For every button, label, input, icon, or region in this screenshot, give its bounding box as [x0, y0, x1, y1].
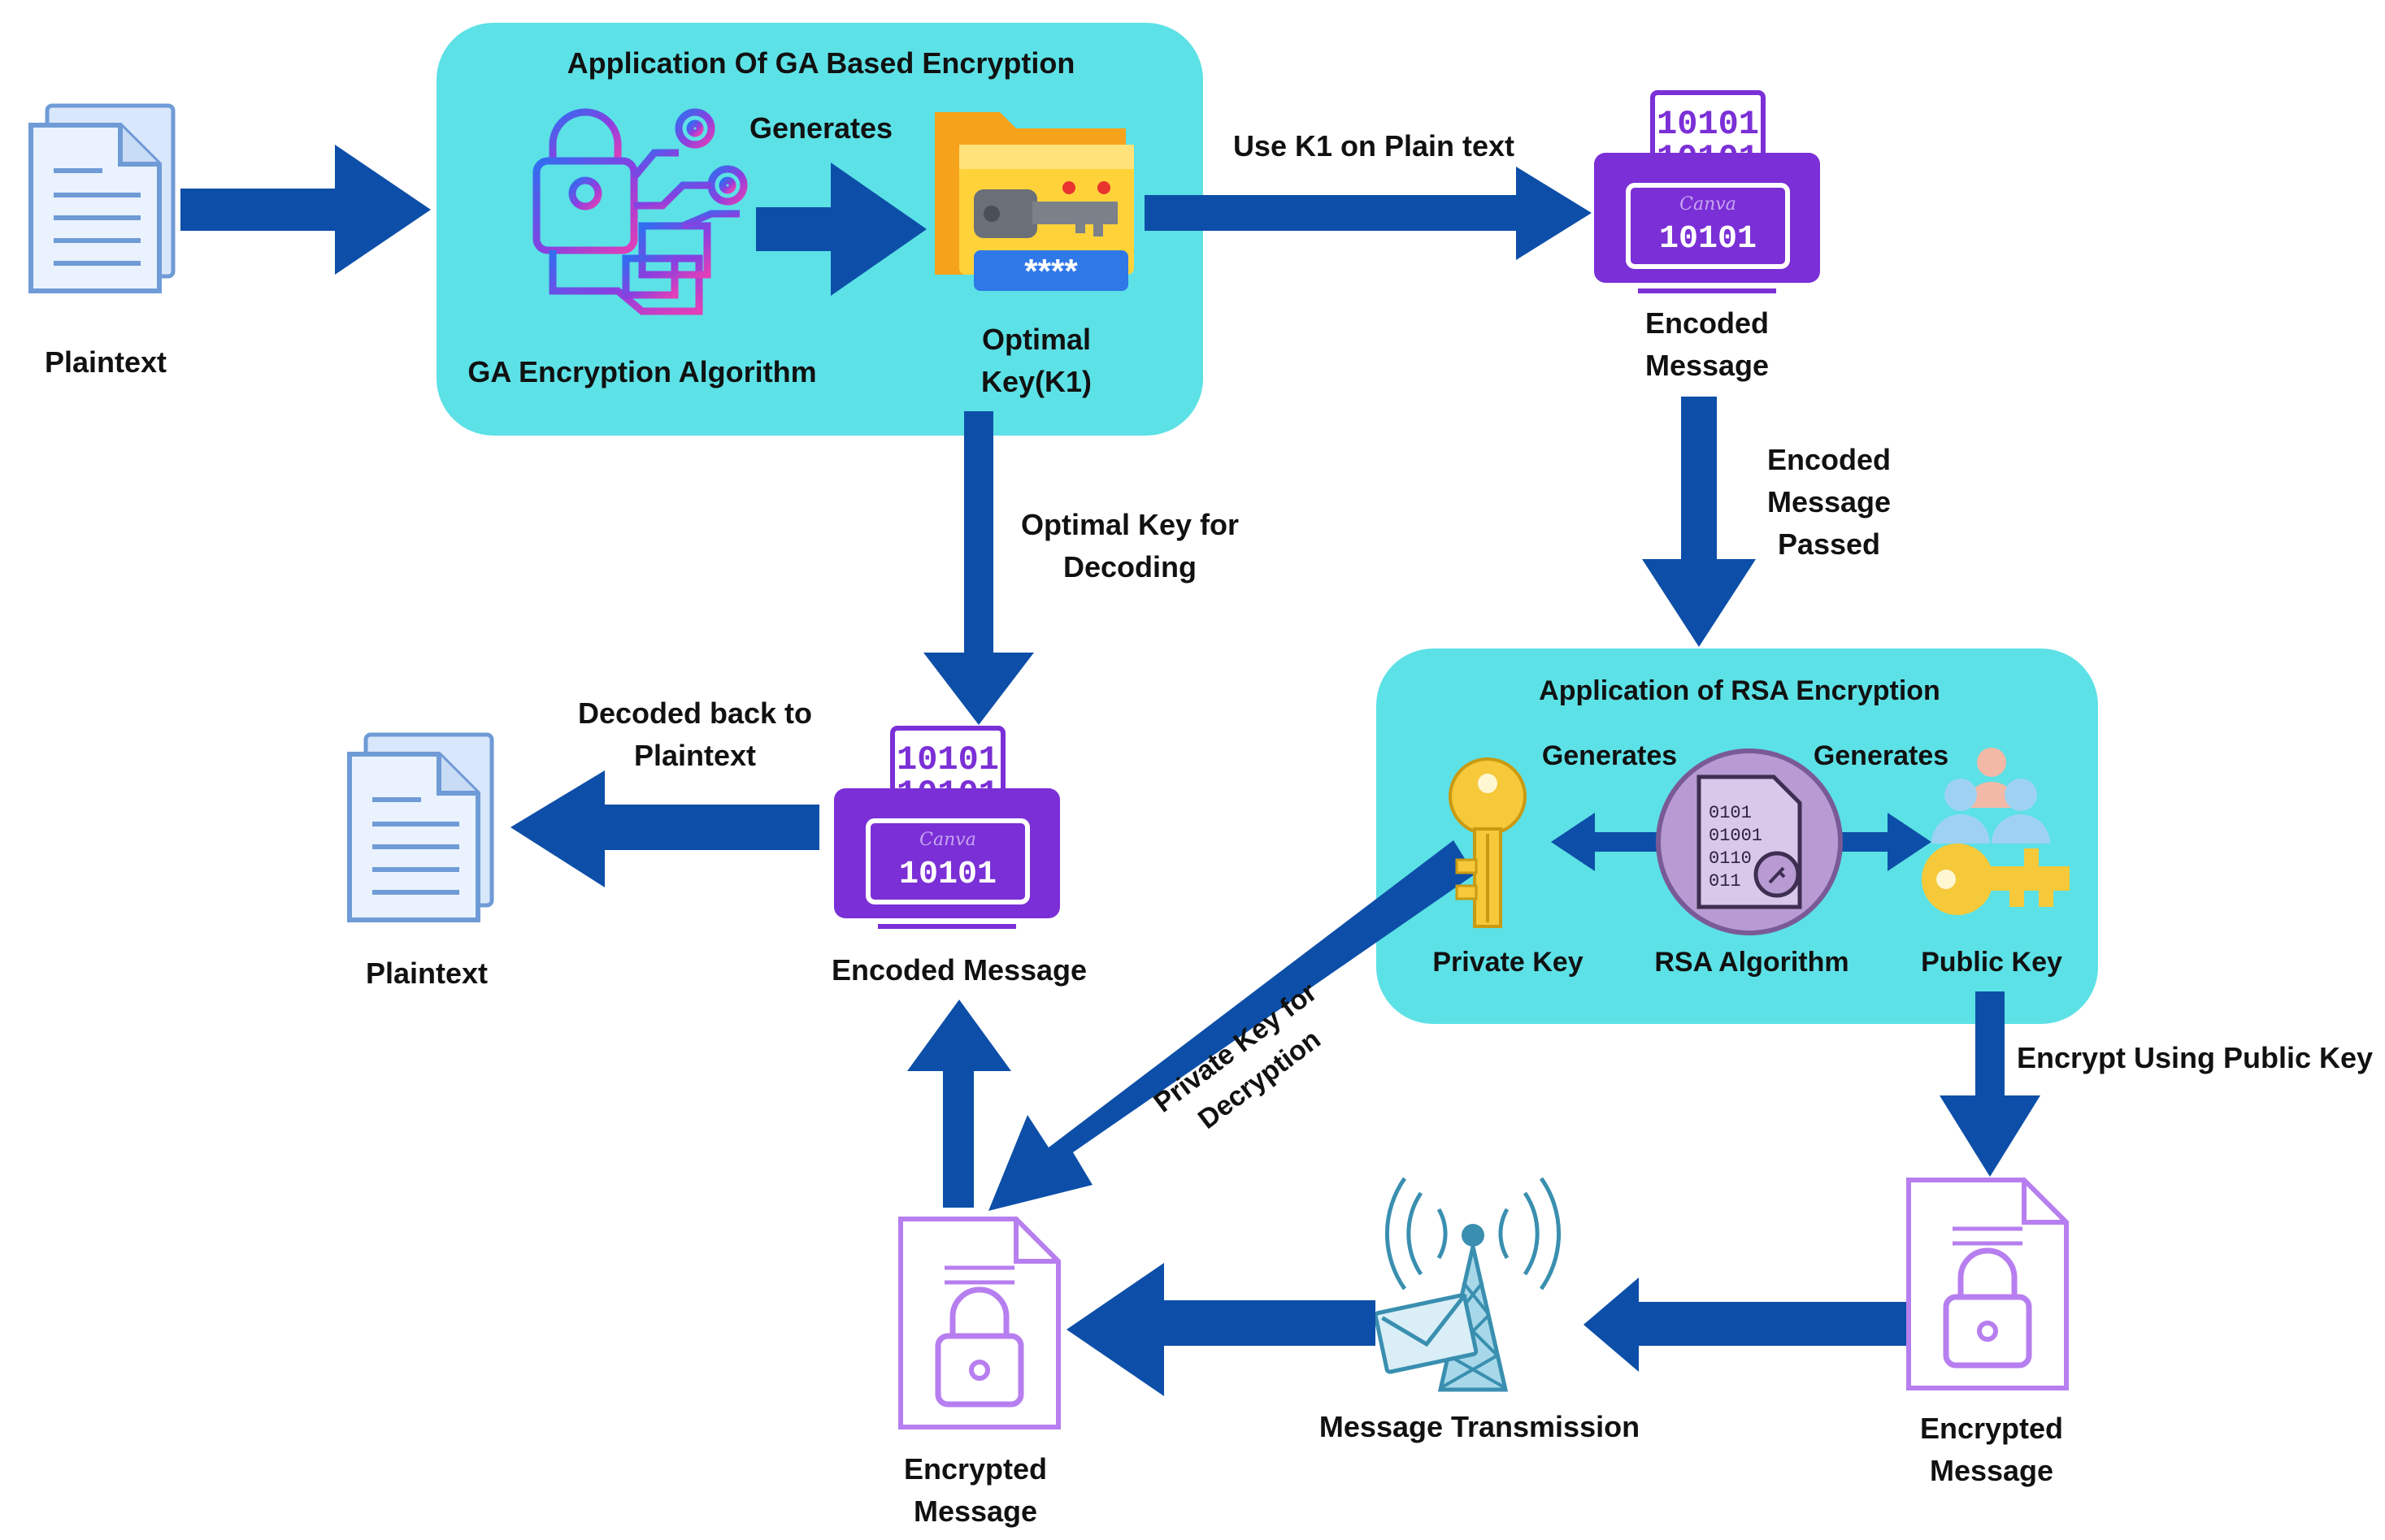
arrow-private-to-encrypted	[988, 840, 1475, 1211]
arrow-transmission-to-encrypted	[1067, 1263, 1375, 1396]
arrow-encrypted-to-transmission	[1583, 1278, 1909, 1372]
arrow-encoded-to-rsa	[1642, 397, 1756, 647]
public-key-label: Public Key	[1921, 947, 2062, 978]
encoded-mid-label: Encoded Message	[831, 953, 1088, 987]
arrow-encrypted-to-encoded	[907, 1000, 1011, 1208]
svg-text:0110: 0110	[1709, 848, 1752, 869]
encoded-top-label: Encoded Message	[1593, 302, 1821, 387]
svg-text:****: ****	[1024, 252, 1078, 290]
rsa-algorithm-label: RSA Algorithm	[1654, 947, 1849, 978]
arrow-plaintext-to-ga	[180, 145, 431, 275]
arrow-key-to-encoded	[1145, 167, 1592, 260]
encoded-passed-line2: Message	[1766, 485, 1892, 519]
yellow-key-icon	[1449, 757, 1527, 928]
ga-generates-label: Generates	[749, 111, 893, 145]
ga-algorithm-label: GA Encryption Algorithm	[467, 355, 817, 388]
svg-text:Canva: Canva	[1679, 194, 1736, 215]
encrypted-right-line2: Message	[1929, 1454, 2054, 1488]
encrypted-right-line1: Encrypted	[1919, 1412, 2064, 1445]
optimal-decoding-line1: Optimal Key for	[1020, 508, 1240, 541]
svg-text:011: 011	[1709, 871, 1741, 891]
encrypted-bottom-label: Encrypted Message	[878, 1448, 1073, 1533]
decoded-back-label: Decoded back to Plaintext	[561, 692, 829, 777]
optimal-decoding-label: Optimal Key for Decoding	[1000, 504, 1260, 588]
svg-text:10101: 10101	[1657, 105, 1759, 144]
lock-gear-circuit-icon	[532, 108, 748, 315]
arrow-key-to-encoded-mid	[923, 411, 1034, 725]
encoded-passed-line1: Encoded	[1766, 443, 1891, 476]
binary-document-key-icon: 0101 01001 0110 011	[1656, 748, 1843, 935]
arrow-ga-to-key	[756, 163, 927, 296]
encrypted-right-label: Encrypted Message	[1894, 1408, 2089, 1492]
ga-panel-title: Application Of GA Based Encryption	[567, 46, 1075, 80]
document-icon	[347, 732, 494, 922]
encoded-top-label-line1: Encoded	[1644, 306, 1769, 340]
encoded-message-printer-icon: 10101 10101 Canva 10101	[1594, 90, 1820, 293]
svg-text:10101: 10101	[899, 857, 997, 893]
plaintext-top-label: Plaintext	[44, 345, 167, 379]
arrow-public-to-encrypted	[1940, 991, 2040, 1177]
rsa-panel-title: Application of RSA Encryption	[1539, 675, 1940, 706]
svg-text:0101: 0101	[1709, 803, 1752, 823]
decoded-back-line1: Decoded back to	[577, 696, 813, 730]
encrypted-bottom-line1: Encrypted	[903, 1452, 1048, 1486]
encoded-passed-label: Encoded Message Passed	[1731, 439, 1927, 566]
use-k1-label: Use K1 on Plain text	[1232, 129, 1515, 163]
encrypt-public-label: Encrypt Using Public Key	[2016, 1041, 2374, 1074]
encoded-message-printer-icon: 10101 10101 Canva 10101	[834, 726, 1060, 929]
plaintext-mid-label: Plaintext	[365, 957, 489, 990]
transmission-tower-icon	[1375, 1177, 1561, 1392]
locked-document-icon	[1906, 1178, 2069, 1390]
rsa-generates-right: Generates	[1813, 740, 1949, 771]
rsa-generates-left: Generates	[1541, 740, 1678, 771]
transmission-label: Message Transmission	[1318, 1410, 1640, 1443]
arrow-rsa-to-public	[1839, 813, 1931, 871]
locked-document-icon	[898, 1217, 1061, 1429]
arrow-rsa-to-private	[1551, 813, 1660, 871]
arrow-encoded-to-plaintext	[510, 770, 819, 887]
optimal-key-label-line2: Key(K1)	[980, 365, 1093, 399]
optimal-key-label: Optimal Key(K1)	[955, 319, 1118, 403]
svg-text:01001: 01001	[1709, 826, 1762, 846]
optimal-decoding-line2: Decoding	[1062, 550, 1197, 584]
svg-text:10101: 10101	[1659, 221, 1757, 258]
svg-text:Canva: Canva	[919, 830, 976, 850]
users-key-icon	[1922, 748, 2070, 915]
document-icon	[28, 103, 176, 293]
svg-text:10101: 10101	[897, 740, 999, 779]
private-key-label: Private Key	[1432, 947, 1583, 978]
encoded-top-label-line2: Message	[1644, 349, 1770, 383]
optimal-key-label-line1: Optimal	[981, 323, 1091, 356]
decoded-back-line2: Plaintext	[633, 739, 757, 773]
encoded-passed-line3: Passed	[1777, 527, 1881, 562]
folder-key-password-icon: ****	[935, 112, 1134, 291]
encrypted-bottom-line2: Message	[913, 1494, 1038, 1529]
